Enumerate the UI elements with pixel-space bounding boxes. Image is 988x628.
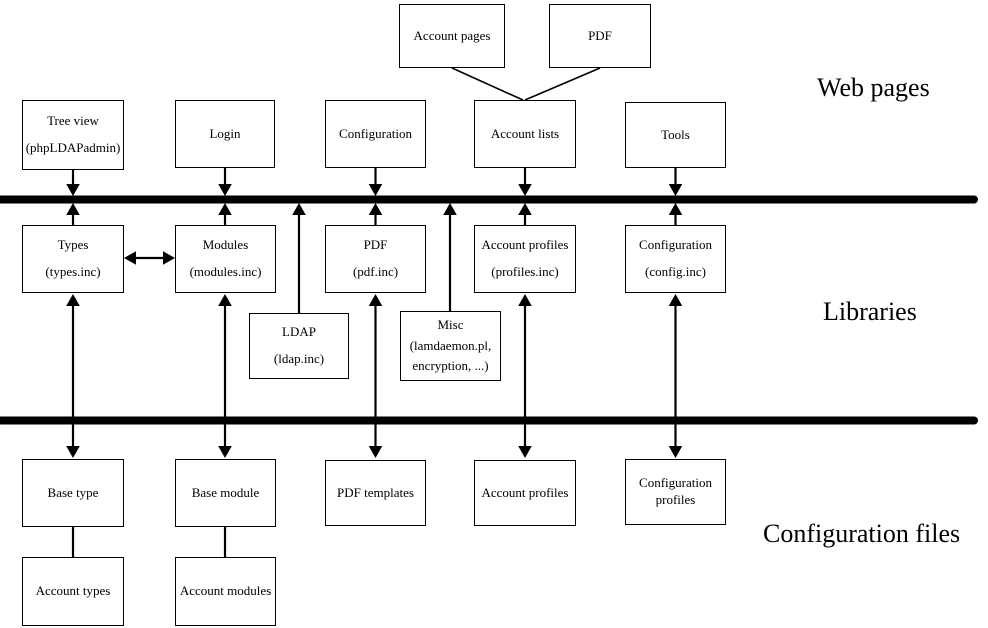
node-label: (modules.inc) — [189, 264, 262, 279]
edge-tree-view-to-bus-arrowhead — [66, 184, 80, 196]
node-account-profiles-lib: Account profiles (profiles.inc) — [474, 225, 576, 293]
node-pdf-templates: PDF templates — [325, 460, 426, 526]
node-label: Account profiles — [481, 237, 569, 253]
node-label: (ldap.inc) — [273, 350, 325, 366]
edge-types-modules-arrowhead — [124, 251, 136, 265]
edge-pdf-lib-pdf-templates-arrowhead — [368, 294, 383, 306]
node-label: (pdf.inc) — [352, 264, 399, 279]
node-label: Tree view — [47, 112, 99, 128]
node-label: Account types — [35, 583, 111, 599]
node-label: Login — [209, 125, 241, 141]
node-login: Login — [175, 100, 275, 168]
node-label: PDF templates — [337, 484, 414, 500]
node-label: Configuration — [639, 237, 712, 253]
edge-profiles-lib-profiles-file-arrowhead — [518, 446, 532, 458]
node-label: PDF — [363, 237, 388, 253]
node-label: Types — [57, 237, 89, 253]
node-label: Account modules — [179, 583, 272, 599]
node-base-type: Base type — [22, 459, 124, 527]
node-label: encryption, ...) — [412, 358, 489, 374]
node-label: (lamdaemon.pl, — [409, 337, 492, 353]
node-label: profiles — [655, 492, 696, 507]
edge-ldap-to-bus-arrowhead — [292, 203, 306, 215]
edge-pdf-to-account-lists — [524, 67, 601, 101]
edge-modules-base-module-arrowhead — [218, 446, 232, 458]
node-label: Account profiles — [481, 484, 569, 500]
edge-account-lists-to-bus-arrowhead — [518, 184, 532, 196]
edge-configuration-lib-to-bus-arrowhead — [668, 203, 683, 215]
node-account-types: Account types — [22, 557, 124, 626]
node-label: Configuration — [639, 475, 712, 491]
node-tree-view: Tree view (phpLDAPadmin) — [22, 100, 124, 170]
layer-label-configuration-files: Configuration files — [763, 519, 961, 548]
edge-types-base-type-arrowhead — [66, 294, 80, 306]
edge-pdf-lib-pdf-templates-arrowhead — [368, 446, 383, 458]
edge-profiles-lib-profiles-file-arrowhead — [518, 294, 532, 306]
edge-configuration-page-to-bus-arrowhead — [368, 184, 383, 196]
node-label: Account pages — [413, 27, 491, 43]
node-ldap: LDAP (ldap.inc) — [249, 313, 349, 379]
edge-types-base-type-arrowhead — [66, 446, 80, 458]
node-label: Configuration — [339, 125, 412, 141]
node-account-pages: Account pages — [399, 4, 505, 68]
node-configuration-lib: Configuration (config.inc) — [625, 225, 726, 293]
node-types: Types (types.inc) — [22, 225, 124, 293]
node-pdf-page: PDF — [549, 4, 651, 68]
node-label: LDAP — [282, 324, 316, 340]
edge-pdf-lib-to-bus-arrowhead — [368, 203, 383, 215]
node-label: Account lists — [490, 125, 560, 141]
node-label: (types.inc) — [45, 264, 101, 279]
node-label: Tools — [661, 126, 690, 142]
edge-misc-to-bus-arrowhead — [443, 203, 457, 215]
layer-label-libraries: Libraries — [823, 297, 917, 326]
edge-types-to-bus-arrowhead — [66, 203, 80, 215]
node-label: (phpLDAPadmin) — [25, 140, 121, 156]
edge-tools-to-bus-arrowhead — [668, 184, 683, 196]
node-label: Misc — [437, 316, 464, 332]
node-account-lists: Account lists — [474, 100, 576, 168]
node-label: (config.inc) — [644, 264, 706, 279]
node-base-module: Base module — [175, 459, 276, 527]
edge-account-profiles-lib-to-bus-arrowhead — [518, 203, 532, 215]
node-pdf-lib: PDF (pdf.inc) — [325, 225, 426, 293]
edge-login-to-bus-arrowhead — [218, 184, 232, 196]
edge-modules-base-module-arrowhead — [218, 294, 232, 306]
node-label: Base module — [191, 484, 260, 500]
node-configuration-page: Configuration — [325, 100, 426, 168]
node-account-modules: Account modules — [175, 557, 276, 626]
node-tools: Tools — [625, 102, 726, 168]
edge-types-modules-arrowhead — [163, 251, 175, 265]
node-modules: Modules (modules.inc) — [175, 225, 276, 293]
edge-config-lib-config-profiles-arrowhead — [668, 446, 683, 458]
node-label: Base type — [47, 484, 99, 500]
node-account-profiles-file: Account profiles — [474, 460, 576, 526]
node-label: Modules — [202, 237, 249, 253]
node-misc: Misc (lamdaemon.pl, encryption, ...) — [400, 311, 501, 381]
edge-modules-to-bus-arrowhead — [218, 203, 232, 215]
node-label: (profiles.inc) — [491, 264, 559, 279]
edge-account-pages-to-account-lists — [451, 67, 524, 101]
layer-label-web-pages: Web pages — [817, 73, 930, 102]
edge-config-lib-config-profiles-arrowhead — [668, 294, 683, 306]
node-label: PDF — [588, 27, 612, 43]
